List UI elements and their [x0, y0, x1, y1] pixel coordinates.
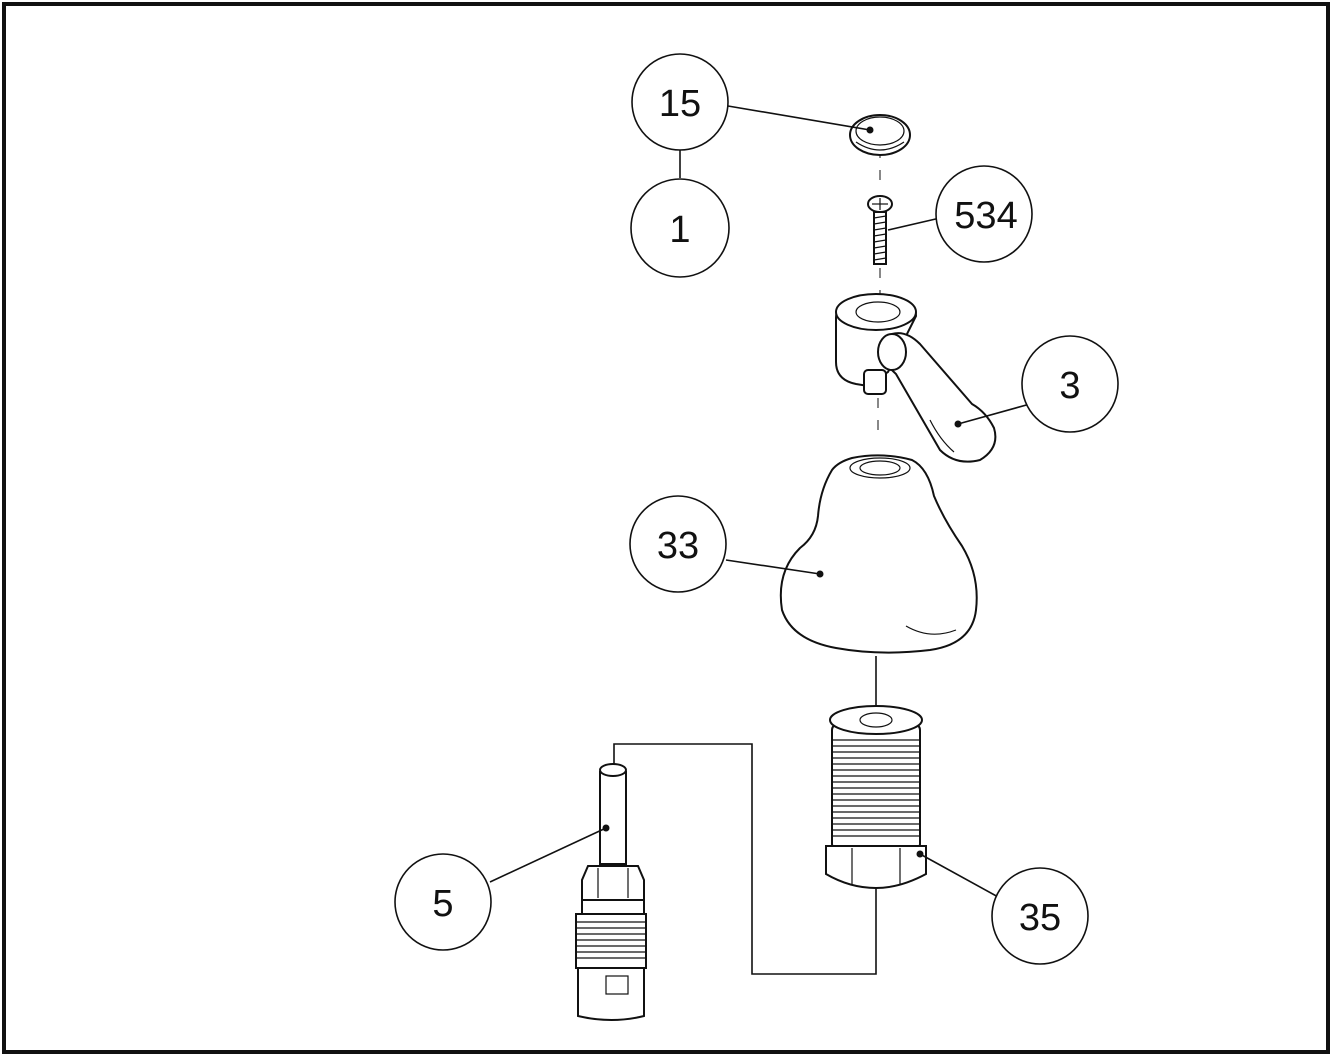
stem-cartridge-part — [575, 763, 647, 1021]
leader-lines — [489, 105, 1031, 899]
callout-1-label: 1 — [669, 209, 690, 251]
callout-534: 534 — [935, 165, 1033, 263]
callout-3: 3 — [1021, 335, 1119, 433]
callout-15-label: 15 — [659, 83, 701, 125]
bonnet-nut-part — [825, 705, 927, 890]
callout-5: 5 — [394, 853, 492, 951]
callout-35: 35 — [991, 867, 1089, 965]
callout-35-label: 35 — [1019, 897, 1061, 939]
callout-15: 15 — [631, 53, 729, 151]
screw-part — [867, 195, 893, 265]
button-cap-part — [849, 114, 911, 156]
callout-5-label: 5 — [432, 883, 453, 925]
callout-534-label: 534 — [954, 195, 1017, 237]
cartridge-to-bonnet-connector — [613, 743, 877, 975]
callout-1: 1 — [630, 178, 730, 278]
callout-33-label: 33 — [657, 525, 699, 567]
lever-handle-part — [835, 293, 997, 463]
escutcheon-part — [779, 454, 978, 654]
callout-3-label: 3 — [1059, 365, 1080, 407]
callout-33: 33 — [629, 495, 727, 593]
